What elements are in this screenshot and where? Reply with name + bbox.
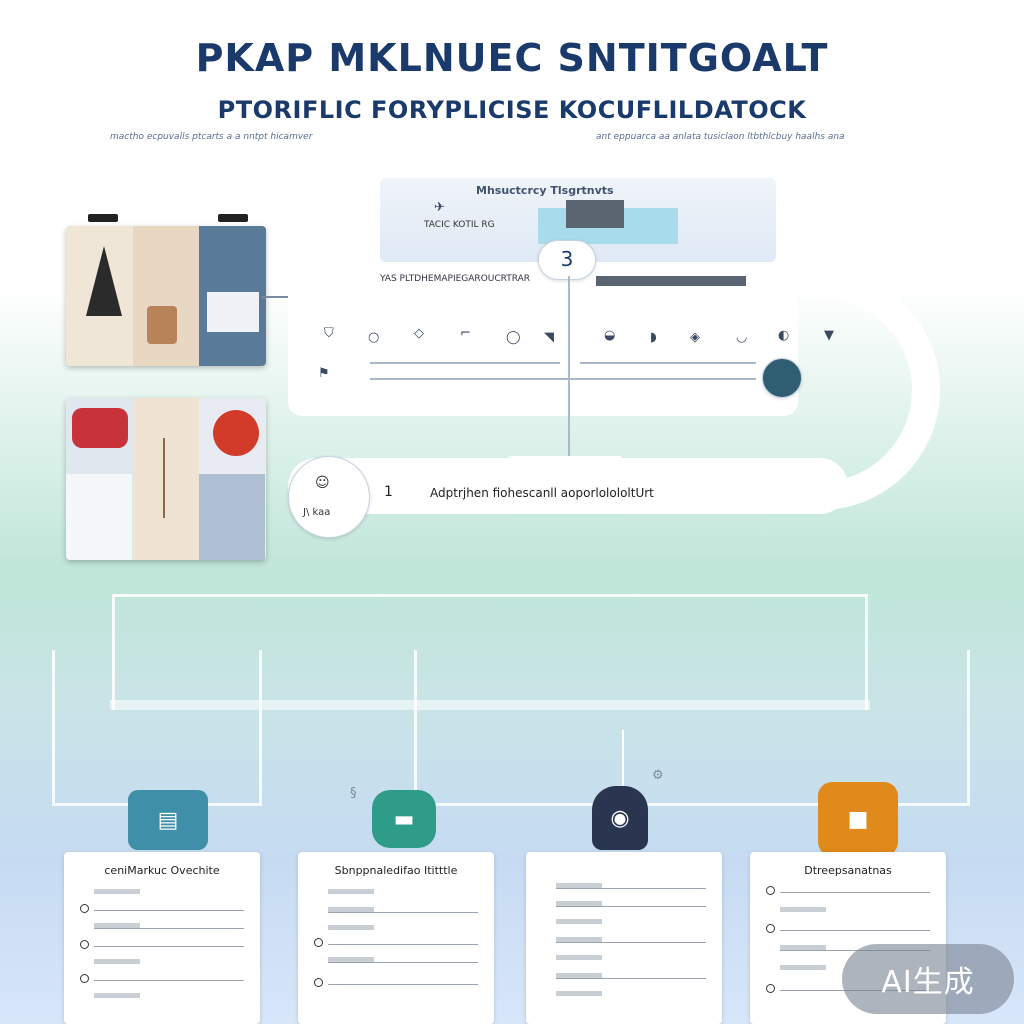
window-shape — [199, 474, 266, 560]
panel-room — [199, 398, 266, 560]
drop-icon: ◒ — [604, 328, 616, 343]
lower-connector — [622, 730, 624, 800]
placeholder-line — [314, 956, 478, 966]
doc-card-2: Sbnppnaledifao Ititttle — [298, 852, 494, 1024]
document-shape — [207, 292, 260, 332]
hook-icon: ⌐ — [460, 326, 471, 341]
list-item — [80, 974, 244, 984]
placeholder-line — [766, 906, 930, 916]
panel-fashion — [66, 226, 133, 366]
shield-icon: ⛉ — [324, 326, 334, 341]
list-item — [766, 886, 930, 896]
placeholder-line — [80, 888, 244, 898]
placeholder-line — [314, 924, 478, 934]
tagline-right: ant eppuarca aa anlata tusiclaon ltbthlc… — [596, 132, 845, 142]
flow-vertical-line — [568, 276, 570, 472]
lower-frame-left — [52, 650, 262, 806]
flag-icon: ⚑ — [318, 366, 330, 381]
flow-strip-bar — [596, 276, 746, 286]
red-circle-shape — [213, 410, 260, 456]
doc-card-4-title: Dtreepsanatnas — [804, 864, 892, 877]
page-subtitle: PTORIFLIC FORYPLICISE KOCUFLILDATOCK — [217, 96, 807, 124]
flow-funnel — [508, 456, 622, 474]
bowl-icon: ◡ — [736, 330, 748, 345]
panel-plant — [132, 398, 200, 560]
flow-line-lower — [370, 378, 756, 380]
placeholder-line — [542, 918, 706, 928]
car-shape — [72, 408, 128, 448]
placeholder-line — [80, 992, 244, 1002]
helmet-icon: ◉ — [592, 786, 648, 850]
step-1-node: ☺ J\ kaa — [288, 456, 370, 538]
placeholder-line — [314, 888, 478, 898]
top-step-label: TACIC KOTIL RG — [424, 220, 495, 230]
top-step-screen — [566, 200, 624, 228]
cat-icon: ☺ — [315, 475, 330, 491]
list-item — [314, 938, 478, 948]
branch-shape — [162, 438, 165, 518]
bird-icon: ✈ — [434, 200, 445, 215]
leaf-icon: ◈ — [690, 330, 700, 345]
lower-frame-top — [112, 594, 868, 710]
panel-map — [199, 226, 266, 366]
ai-generated-badge: AI生成 — [842, 944, 1014, 1014]
placeholder-line — [542, 900, 706, 910]
chair-shape — [146, 306, 177, 344]
gauge-icon: ◐ — [778, 328, 790, 343]
doc-card-1-title: ceniMarkuc Ovechite — [104, 864, 220, 877]
page-title: PKAP MKLNUEC SNTITGOALT — [195, 36, 829, 80]
tagline-left: mactho ecpuvalls ptcarts a a nntpt hicam… — [110, 132, 313, 142]
placeholder-line — [542, 972, 706, 982]
car-icon: ▬ — [372, 790, 436, 848]
cup-icon: ◗ — [650, 330, 657, 345]
list-item — [766, 924, 930, 934]
clip-icon: § — [350, 786, 357, 801]
tool-icon: ⚙ — [652, 768, 664, 783]
flow-strip-text: YAS PLTDHEMAPIEGAROUCRTRAR — [380, 274, 531, 284]
placeholder-line — [80, 922, 244, 932]
placeholder-line — [542, 990, 706, 1000]
silhouette-shape — [86, 246, 122, 316]
flow-line-right — [580, 362, 756, 364]
step-1-mini-text: J\ kaa — [303, 507, 331, 518]
list-item — [314, 978, 478, 988]
triangle-icon: ◥ — [544, 330, 554, 345]
flow-line-left — [370, 362, 560, 364]
doc-card-1: ceniMarkuc Ovechite — [64, 852, 260, 1024]
package-icon: ■ — [818, 782, 898, 856]
ellipse-icon: ◯ — [506, 330, 521, 345]
card-clip-right — [218, 214, 248, 222]
main-flow-panel — [288, 266, 798, 416]
placeholder-line — [542, 882, 706, 892]
lower-ribbon — [110, 700, 870, 710]
panel-car — [66, 398, 133, 560]
panel-chair — [132, 226, 200, 366]
doc-card-2-title: Sbnppnaledifao Ititttle — [334, 864, 458, 877]
doc-card-3 — [526, 852, 722, 1024]
placeholder-line — [766, 964, 930, 974]
placeholder-line — [80, 958, 244, 968]
top-step-title: Mhsuctcrcy Tlsgrtnvts — [476, 184, 614, 197]
image-card-bottom — [66, 398, 266, 560]
list-item — [80, 904, 244, 914]
placeholder-line — [314, 906, 478, 916]
step-1-number: 1 — [384, 484, 393, 500]
list-item — [80, 940, 244, 950]
lower-frame-right — [414, 650, 970, 806]
image-card-top — [66, 226, 266, 366]
card-clip-left — [88, 214, 118, 222]
ring-icon: ○ — [368, 330, 380, 345]
placeholder-line — [542, 936, 706, 946]
white-fabric-shape — [66, 474, 132, 560]
tag-icon: ◇ — [414, 326, 424, 341]
step-1-text: Adptrjhen fiohescanll aoporlolololtUrt — [430, 486, 654, 500]
step-3-number: 3 — [560, 247, 574, 271]
appliance-icon: ▤ — [128, 790, 208, 850]
placeholder-line — [542, 954, 706, 964]
step-3-node: 3 — [538, 240, 596, 280]
